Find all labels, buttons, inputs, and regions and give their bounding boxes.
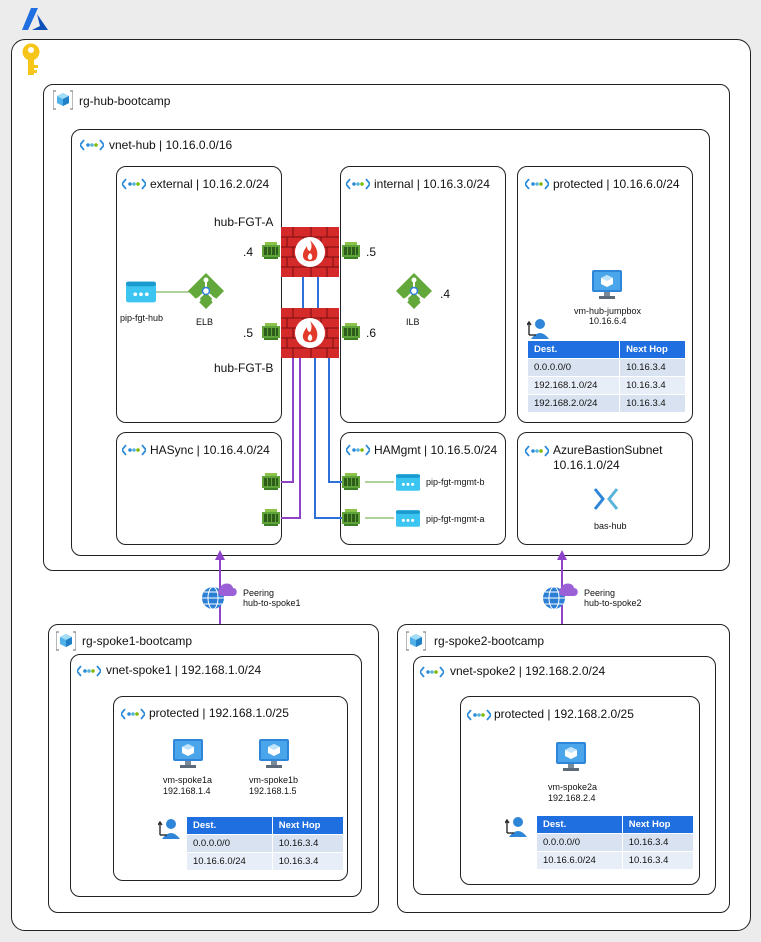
vnet-hub-title: vnet-hub | 10.16.0.0/16 — [109, 138, 233, 152]
nic-icon — [342, 473, 360, 490]
vnet-icon — [467, 709, 491, 721]
peering-icon — [542, 583, 579, 610]
subnet-bastion-title: AzureBastionSubnet — [553, 443, 663, 457]
fgt-b-label: hub-FGT-B — [214, 361, 274, 375]
vnet-spoke2-title: vnet-spoke2 | 192.168.2.0/24 — [450, 664, 606, 678]
vm-spoke1a-name: vm-spoke1a — [163, 775, 213, 785]
firewall-a-icon[interactable] — [281, 227, 339, 277]
subnet-spoke2-title: protected | 192.168.2.0/25 — [494, 707, 634, 721]
subnet-bastion-cidr: 10.16.1.0/24 — [553, 458, 620, 472]
vm-spoke1a-ip: 192.168.1.4 — [163, 786, 211, 796]
subnet-hasync — [116, 432, 282, 545]
nic-b-ext-ip: .5 — [243, 326, 254, 340]
pip-mgmt-b-label: pip-fgt-mgmt-b — [426, 477, 485, 487]
vm-icon — [173, 739, 203, 768]
vm-icon — [592, 270, 622, 299]
firewall-b-icon[interactable] — [281, 308, 339, 358]
public-ip-icon — [126, 281, 156, 303]
jumpbox-name: vm-hub-jumpbox — [574, 306, 642, 316]
azure-logo-icon — [22, 8, 48, 30]
elb-icon — [188, 273, 224, 309]
bastion-host-label: bas-hub — [594, 521, 627, 531]
rg-spoke1-title: rg-spoke1-bootcamp — [82, 634, 193, 648]
vm-spoke2a-ip: 192.168.2.4 — [548, 793, 596, 803]
rg-hub-title: rg-hub-bootcamp — [79, 94, 171, 108]
nic-icon — [262, 509, 280, 526]
nic-icon — [262, 323, 280, 340]
vm-spoke1b-name: vm-spoke1b — [249, 775, 299, 785]
subnet-external-title: external | 10.16.2.0/24 — [150, 177, 270, 191]
nic-icon — [342, 242, 360, 259]
vm-icon — [259, 739, 289, 768]
ilb-icon — [396, 273, 432, 309]
nic-icon — [342, 323, 360, 340]
jumpbox-ip: 10.16.6.4 — [589, 316, 627, 326]
route-table-icon — [527, 318, 550, 340]
pip-fgt-hub-label: pip-fgt-hub — [120, 313, 164, 323]
vm-spoke1b-ip: 192.168.1.5 — [249, 786, 297, 796]
nic-b-int-ip: .6 — [366, 326, 377, 340]
public-ip-icon — [396, 474, 420, 491]
subnet-internal-title: internal | 10.16.3.0/24 — [374, 177, 490, 191]
subnet-hamgmt — [340, 432, 506, 545]
fgt-a-label: hub-FGT-A — [214, 215, 274, 229]
subnet-spoke1-title: protected | 192.168.1.0/25 — [149, 706, 289, 720]
nic-icon — [342, 509, 360, 526]
rg-spoke2-title: rg-spoke2-bootcamp — [434, 634, 545, 648]
vnet-icon — [77, 665, 101, 677]
key-icon — [22, 43, 40, 75]
subnet-protected-hub-title: protected | 10.16.6.0/24 — [553, 177, 680, 191]
subnet-bastion — [517, 432, 693, 545]
ilb-label: ILB — [406, 317, 420, 327]
peering2-name: hub-to-spoke2 — [584, 598, 642, 608]
resource-group-icon — [56, 631, 76, 651]
vm-spoke2a-name: vm-spoke2a — [548, 782, 598, 792]
bastion-icon — [593, 488, 619, 510]
subnet-hasync-title: HASync | 10.16.4.0/24 — [150, 443, 270, 457]
ilb-ip: .4 — [440, 287, 451, 301]
peering2-label: Peering — [584, 588, 616, 598]
public-ip-icon — [396, 510, 420, 527]
peering1-label: Peering — [243, 588, 275, 598]
peering1-name: hub-to-spoke1 — [243, 598, 301, 608]
nic-a-ext-ip: .4 — [243, 245, 254, 259]
vm-icon — [556, 742, 586, 771]
nic-a-int-ip: .5 — [366, 245, 377, 259]
subnet-hamgmt-title: HAMgmt | 10.16.5.0/24 — [374, 443, 498, 457]
vnet-spoke1-title: vnet-spoke1 | 192.168.1.0/24 — [106, 663, 262, 677]
resource-group-icon — [406, 631, 426, 651]
pip-mgmt-a-label: pip-fgt-mgmt-a — [426, 514, 485, 524]
vnet-icon — [121, 708, 145, 720]
vnet-icon — [420, 666, 444, 678]
nic-icon — [262, 242, 280, 259]
nic-icon — [262, 473, 280, 490]
elb-label: ELB — [196, 317, 214, 327]
peering-icon — [201, 583, 238, 610]
route-table-icon — [158, 818, 181, 840]
route-table-icon — [505, 816, 528, 838]
